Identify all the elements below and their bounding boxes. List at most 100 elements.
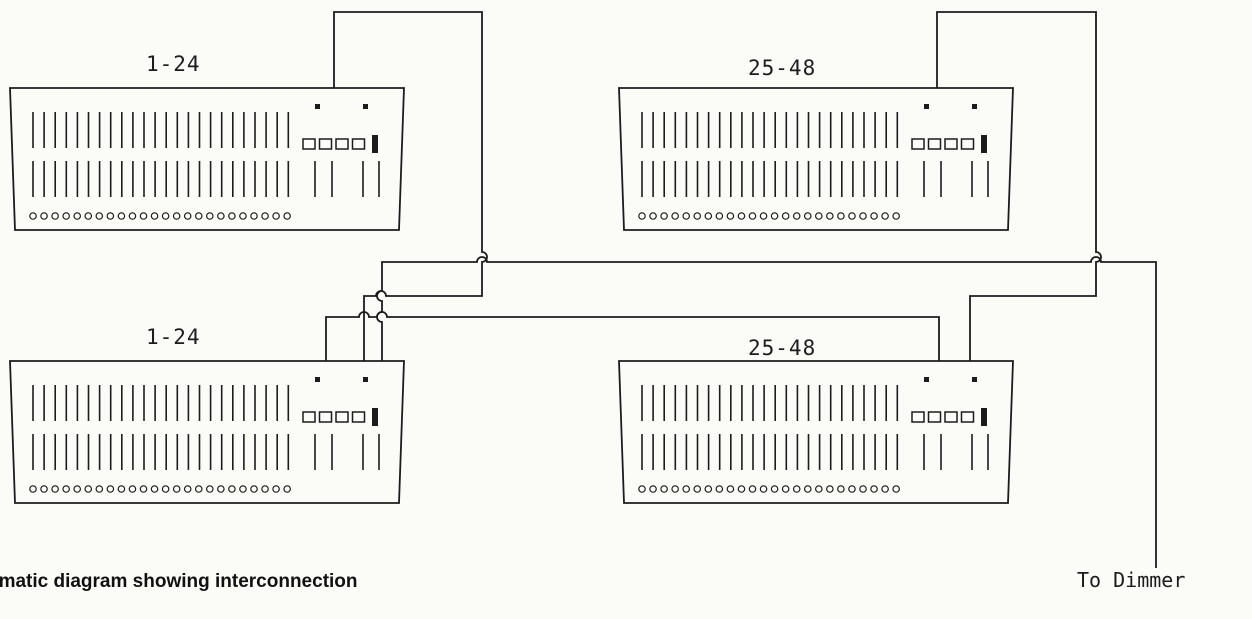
channel-buttons-row [638,485,900,493]
control-button [944,411,958,423]
channel-button [848,212,856,220]
channel-button [272,485,280,493]
fader-bank-upper [641,385,899,421]
wire-1 [333,11,488,361]
channel-button [95,212,104,220]
fader-bank-upper [641,112,899,148]
channel-button [150,212,159,220]
channel-button [239,485,247,493]
fader-bank-lower [641,161,899,197]
channel-button [792,485,801,493]
channel-button [693,485,702,493]
control-button [927,138,942,150]
channel-button [881,485,889,493]
control-button [351,138,366,150]
channel-button [84,212,93,220]
master-switch [372,408,378,426]
fader-bank-lower [32,434,290,470]
channel-button [128,485,137,493]
channel-button [139,485,148,493]
channel-button [117,485,126,493]
channel-button [870,212,878,220]
channel-button [261,485,269,493]
channel-button [128,212,137,220]
channel-button [29,212,37,220]
control-button [960,138,975,150]
channel-button [106,485,115,493]
to-dimmer-label: To Dimmer [1077,568,1186,592]
fader-bank-upper [32,385,290,421]
channel-button [881,212,889,220]
channel-button [870,485,878,493]
channel-button [726,485,735,493]
channel-button [161,212,170,220]
indicator-lamp [972,104,977,109]
indicator-lamp [363,377,368,382]
channel-button [748,212,757,220]
channel-button [283,485,291,493]
master-faders [923,161,989,197]
channel-button [139,212,148,220]
channel-button [649,212,657,220]
channel-button [671,212,679,220]
channel-button [671,485,679,493]
control-button [318,138,333,150]
channel-button [649,485,657,493]
channel-button [837,212,845,220]
channel-button [848,485,856,493]
channel-button [51,485,59,493]
channel-button [781,212,790,220]
console-label-top-right: 25-48 [748,56,817,80]
channel-button [892,212,900,220]
channel-button [150,485,159,493]
control-button [927,411,942,423]
channel-button [826,485,834,493]
channel-button [803,212,812,220]
channel-button [172,485,181,493]
channel-button [693,212,702,220]
channel-button [638,485,646,493]
indicator-lamp [924,377,929,382]
channel-button [84,485,93,493]
channel-buttons-row [638,212,900,220]
channel-button [803,485,812,493]
channel-button [73,212,81,220]
channel-button [638,212,646,220]
interconnection-wires [325,11,1157,568]
channel-button [106,212,115,220]
master-switch [981,135,987,153]
channel-button [172,212,181,220]
control-button [335,411,349,423]
channel-button [73,485,81,493]
channel-button [117,212,126,220]
channel-button [206,485,214,493]
channel-button [715,485,724,493]
figure-caption: ematic diagram showing interconnection [0,571,358,592]
indicator-lamp [315,104,320,109]
console-bottom-left [9,360,405,504]
control-button [318,411,333,423]
channel-button [228,212,236,220]
master-switch [981,408,987,426]
channel-button [40,212,48,220]
channel-button [194,212,203,220]
channel-button [217,212,225,220]
indicator-lamp [363,104,368,109]
channel-button [183,212,192,220]
channel-button [660,212,668,220]
channel-button [62,485,70,493]
console-label-bottom-left: 1-24 [146,325,201,349]
console-body [618,360,1014,504]
indicator-lamp [924,104,929,109]
channel-button [283,212,291,220]
channel-button [183,485,192,493]
channel-button [792,212,801,220]
control-button [944,138,958,150]
console-group [9,87,1014,504]
channel-button [859,212,867,220]
channel-button [815,485,823,493]
control-button [302,411,316,423]
control-button [351,411,366,423]
console-body [9,87,405,231]
channel-button [892,485,900,493]
